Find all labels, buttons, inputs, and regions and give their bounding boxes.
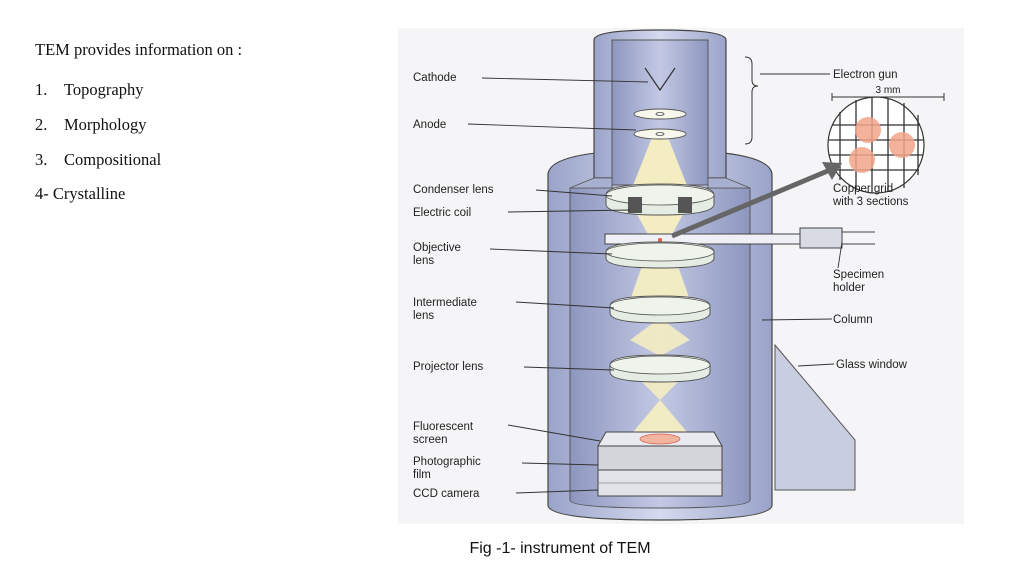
condenser-lens-top [605,184,715,206]
electron-beam-lower [628,400,692,438]
anode-plate-lower [633,128,687,140]
label-glass-window: Glass window [836,359,908,371]
objective-lens-top [605,242,715,262]
list-label: Compositional [64,150,162,169]
anode-plate-upper [633,108,687,120]
anode-aperture [655,112,665,116]
tem-diagram: 3 mm Cathode Anode Condenser lens Electr… [398,28,964,524]
copper-grid-section [889,132,915,158]
electric-coil-right [678,197,692,213]
label-copper-grid-line2: with 3 sections [832,196,909,208]
label-fluorescent-screen-line2: screen [413,434,448,446]
intro-text: TEM provides information on : [35,40,243,59]
label-condenser-lens: Condenser lens [413,184,494,196]
label-column: Column [833,314,873,326]
specimen-holder-handle [799,227,843,249]
gun-shoulder-left [569,177,613,189]
copper-grid-section [855,117,881,143]
list-number: 2. [35,115,48,134]
label-electron-gun: Electron gun [833,69,898,81]
copper-grid-section [849,147,875,173]
list-label: Topography [64,80,144,99]
electron-gun-bracket [744,56,759,145]
label-objective-lens-line2: lens [413,255,434,267]
list-number: 3. [35,150,48,169]
label-specimen-holder-line1: Specimen [833,269,884,281]
magnify-arrow-shaft [671,167,831,239]
label-objective-lens-line1: Objective [413,242,461,254]
label-projector-lens: Projector lens [413,361,484,373]
label-photographic-film-line1: Photographic [413,456,481,468]
glass-window [774,343,856,491]
list-label: Morphology [64,115,147,134]
list-item: 3. Compositional [35,150,375,170]
photographic-film [597,445,723,471]
list-item-crystalline: 4- Crystalline [35,184,126,203]
intermediate-lens-top [609,296,711,316]
label-anode: Anode [413,119,446,131]
list-item: 2. Morphology [35,115,375,135]
electric-coil-left [628,197,642,213]
slide-text: TEM provides information on : 1. Topograp… [35,40,375,204]
gun-shoulder-right [707,177,751,189]
info-list: 1. Topography 2. Morphology 3. Compositiona… [35,80,375,170]
label-cathode: Cathode [413,72,456,84]
anode-aperture [655,132,665,136]
label-copper-grid-line1: Copper grid [833,183,893,195]
label-fluorescent-screen-line1: Fluorescent [413,421,474,433]
left-leader-lines [467,77,649,494]
label-specimen-holder-line2: holder [833,282,865,294]
right-leader-lines [761,241,843,367]
figure-caption: Fig -1- instrument of TEM [469,540,651,557]
magnify-arrow-head [822,162,842,180]
specimen-dot [658,238,662,242]
screen-image [639,433,681,445]
label-intermediate-lens-line2: lens [413,310,434,322]
projector-lens-top [609,355,711,375]
list-item: 1. Topography [35,80,375,100]
label-intermediate-lens-line1: Intermediate [413,297,477,309]
label-electric-coil: Electric coil [413,207,471,219]
label-ccd-camera: CCD camera [413,488,480,500]
scale-label: 3 mm [876,85,901,96]
list-number: 1. [35,80,48,99]
cathode-filament [644,67,676,92]
electron-beam-intermediate [630,318,690,356]
label-photographic-film-line2: film [413,469,431,481]
